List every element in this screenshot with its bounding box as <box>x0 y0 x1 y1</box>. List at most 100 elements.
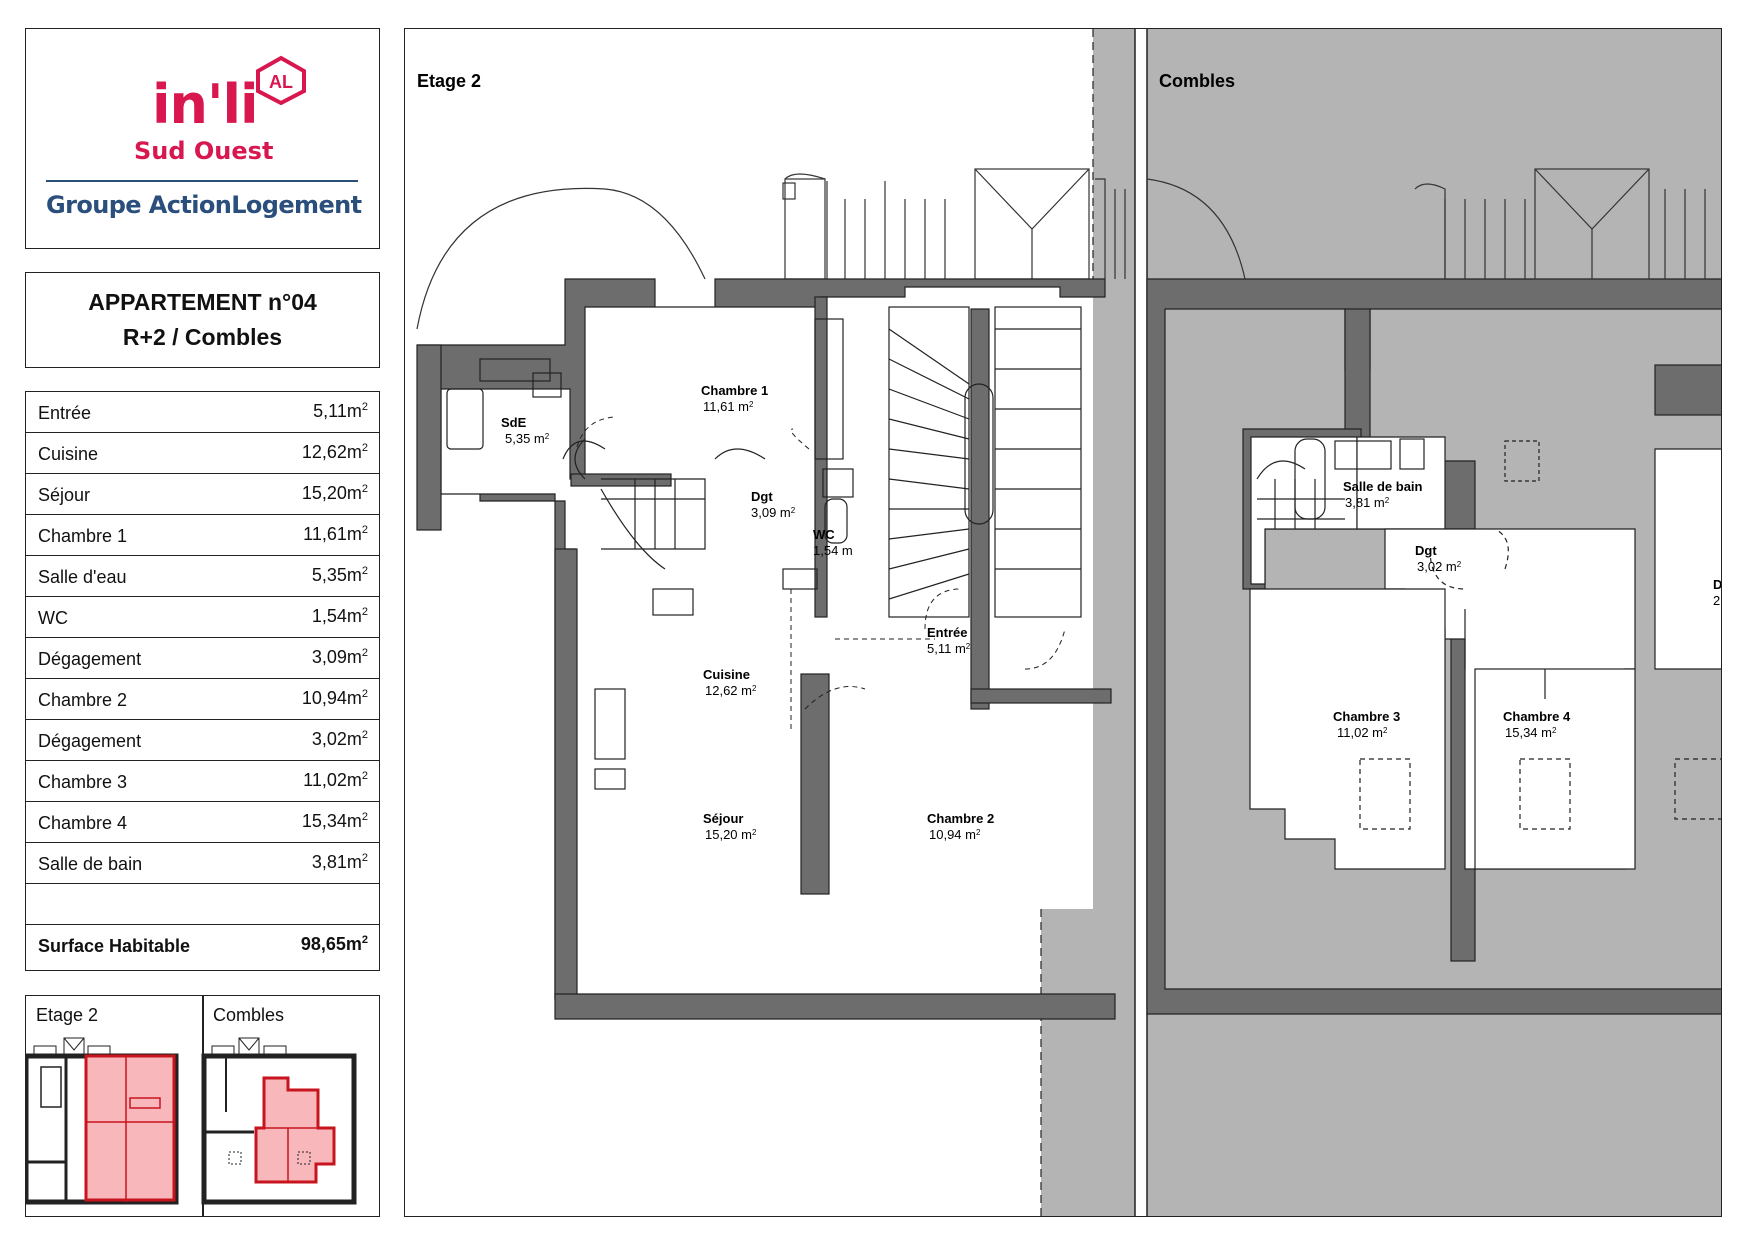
etage-walls <box>416 278 1116 1020</box>
room-name: Chambre 4 <box>38 813 128 833</box>
etage-facade-details <box>416 168 1126 330</box>
thumb-combles-plan <box>201 1037 357 1205</box>
table-row: Salle de bain 3,81m2 <box>26 843 379 884</box>
room-name: Entrée <box>38 403 92 423</box>
total-unit: 2 <box>361 934 368 946</box>
room-surface: 3,02m2 <box>312 729 368 750</box>
room-surface: 11,02m2 <box>303 770 368 791</box>
room-surface-number: 5,35m <box>311 565 362 585</box>
room-surface-unit: 2 <box>361 688 368 700</box>
title-panel: APPARTEMENT n°04 R+2 / Combles <box>25 272 380 368</box>
logo-panel: in'li AL Sud Ouest Groupe ActionLogement <box>25 28 380 249</box>
room-name: Salle de bain <box>38 854 143 874</box>
room-surface-unit: 2 <box>361 483 368 495</box>
room-chambre1-name: Chambre 1 <box>701 383 768 398</box>
thumb-label-etage: Etage 2 <box>36 1005 99 1025</box>
room-name: Séjour <box>38 485 91 505</box>
room-dgt1-name: Dgt <box>751 489 773 504</box>
cut-room-name: D <box>1713 577 1722 592</box>
al-badge-icon: AL <box>256 55 306 105</box>
cut-room-area: 2 <box>1713 593 1720 608</box>
room-dgt1-area: 3,09 m2 <box>751 505 796 520</box>
room-sejour-name: Séjour <box>703 811 743 826</box>
room-name: Cuisine <box>38 444 99 464</box>
etage-fixtures <box>446 318 854 790</box>
brand-logo: in'li <box>152 73 259 136</box>
room-surface-number: 10,94m <box>301 688 362 708</box>
room-chambre4-name: Chambre 4 <box>1503 709 1571 724</box>
region-label: Sud Ouest <box>134 137 274 165</box>
room-surface-number: 3,09m <box>311 647 362 667</box>
room-surface-number: 5,11m <box>313 401 362 421</box>
floor-thumbnails: Etage 2 Combles <box>25 995 380 1217</box>
total-value: 98,65m2 <box>301 934 368 955</box>
total-row: Surface Habitable 98,65m2 <box>26 925 379 966</box>
room-surface: 15,34m2 <box>302 811 368 832</box>
table-row: Chambre 4 15,34m2 <box>26 802 379 843</box>
etage-room-labels: SdE 5,35 m2 Chambre 1 11,61 m2 Dgt 3,09 … <box>501 383 994 842</box>
room-surface-unit: 2 <box>361 606 368 618</box>
room-name: Dégagement <box>38 731 142 751</box>
room-surface: 11,61m2 <box>303 524 368 545</box>
room-name: Salle d'eau <box>38 567 127 587</box>
room-sde-area: 5,35 m2 <box>505 431 550 446</box>
room-surface-unit: 2 <box>361 729 368 741</box>
room-name: Chambre 3 <box>38 772 128 792</box>
room-chambre1-area: 11,61 m2 <box>703 399 754 414</box>
room-name: WC <box>38 608 68 628</box>
room-surface-unit: 2 <box>361 401 368 413</box>
room-name: Dégagement <box>38 649 142 669</box>
etage-plan-label: Etage 2 <box>417 71 481 91</box>
room-sde-name: SdE <box>501 415 527 430</box>
room-surface-number: 15,34m <box>301 811 362 831</box>
thumb-etage-plan <box>26 1037 179 1205</box>
thumbnail-plans <box>26 1037 357 1205</box>
combles-facade-details <box>1146 168 1706 280</box>
room-surface: 3,81m2 <box>312 852 368 873</box>
room-surface: 10,94m2 <box>302 688 368 709</box>
badge-text: AL <box>269 72 293 92</box>
room-surface-unit: 2 <box>361 852 368 864</box>
combles-rooms <box>1249 436 1721 870</box>
room-cuisine-area: 12,62 m2 <box>705 683 757 698</box>
thumb-label-combles: Combles <box>213 1005 285 1025</box>
room-name: Chambre 1 <box>38 526 128 546</box>
room-surface-number: 12,62m <box>301 442 362 462</box>
table-row: Entrée 5,11m2 <box>26 392 379 433</box>
table-row: Chambre 3 11,02m2 <box>26 761 379 802</box>
room-surface-unit: 2 <box>361 524 368 536</box>
combles-fixtures <box>1256 438 1721 830</box>
group-label: Groupe ActionLogement <box>46 191 362 219</box>
room-surface-unit: 2 <box>361 442 368 454</box>
apartment-title: APPARTEMENT n°04 <box>88 289 317 315</box>
table-row: Cuisine 12,62m2 <box>26 433 379 474</box>
room-surface-number: 15,20m <box>301 483 362 503</box>
room-surface: 3,09m2 <box>312 647 368 668</box>
table-row: WC 1,54m2 <box>26 597 379 638</box>
room-surface: 15,20m2 <box>302 483 368 504</box>
room-chambre3-area: 11,02 m2 <box>1337 725 1388 740</box>
room-cuisine-name: Cuisine <box>703 667 750 682</box>
room-surface-unit: 2 <box>361 811 368 823</box>
room-surface-number: 11,02m <box>303 770 362 790</box>
logo-divider <box>46 180 358 182</box>
room-surface: 12,62m2 <box>302 442 368 463</box>
room-surface-number: 3,02m <box>311 729 362 749</box>
room-surface-unit: 2 <box>361 647 368 659</box>
room-wc-name: WC <box>813 527 835 542</box>
room-surface-unit: 2 <box>361 565 368 577</box>
room-chambre2-area: 10,94 m2 <box>929 827 981 842</box>
floor-subtitle: R+2 / Combles <box>122 324 283 350</box>
total-number: 98,65m <box>300 934 362 954</box>
room-surface-number: 11,61m <box>303 524 362 544</box>
table-row: Dégagement 3,09m2 <box>26 638 379 679</box>
table-row: Chambre 1 11,61m2 <box>26 515 379 556</box>
room-surface-number: 3,81m <box>311 852 362 872</box>
combles-room-labels: Salle de bain 3,81 m2 Dgt 3,02 m2 Chambr… <box>1333 479 1722 740</box>
combles-plan-label: Combles <box>1159 71 1235 91</box>
room-surface: 1,54m2 <box>312 606 368 627</box>
room-sejour-area: 15,20 m2 <box>705 827 757 842</box>
room-surface: 5,35m2 <box>312 565 368 586</box>
